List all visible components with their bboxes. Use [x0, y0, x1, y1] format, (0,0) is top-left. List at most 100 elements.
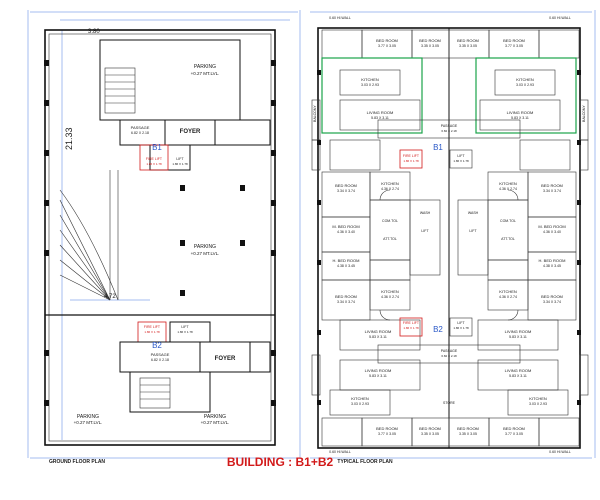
- passage-b-label: PASSAGE: [441, 349, 458, 353]
- fire-lift-2-size: 1.86 X 1.78: [144, 330, 160, 334]
- parking-mid-label: PARKING: [194, 244, 216, 250]
- kitchen-l-label: KITCHEN: [361, 77, 379, 82]
- hbed-l-size: 4.38 X 3.45: [337, 264, 355, 268]
- com-tol-l-label: COM.TOL: [382, 219, 398, 223]
- lift-1-size: 1.86 X 1.78: [172, 162, 188, 166]
- block-b2-typical: B2: [433, 325, 443, 334]
- block-b1-typical: B1: [433, 143, 443, 152]
- fire-lift-b-size: 1.86 X 1.78: [403, 326, 419, 330]
- bed-tl-size: 3.77 X 3.05: [378, 44, 396, 48]
- kitchen-mr-size: 4.36 X 2.74: [499, 187, 517, 191]
- wall-tag-tl: 0.60 HI.WALL: [329, 16, 351, 20]
- bed-bbr2-label: BED ROOM: [503, 426, 525, 431]
- foyer-2-label: FOYER: [215, 356, 236, 362]
- bed-bbl-size: 3.77 X 3.05: [378, 432, 396, 436]
- bed-tl-label: BED ROOM: [376, 38, 398, 43]
- bed-ml-size: 3.34 X 3.74: [337, 189, 355, 193]
- bed-bbr-size: 3.35 X 3.05: [459, 432, 477, 436]
- mbed-r-size: 4.36 X 3.40: [543, 230, 561, 234]
- lift-size: 1.86 X 1.78: [453, 159, 469, 163]
- living-bl-size: 5.83 X 3.11: [369, 335, 387, 339]
- bed-tr2-label: BED ROOM: [503, 38, 525, 43]
- passage-b-size: 6.82 X 2.18: [441, 354, 457, 358]
- parking-bl-level: +0.27 MT.LVL.: [74, 420, 103, 425]
- kitchen-mr-label: KITCHEN: [499, 181, 517, 186]
- fire-lift-1-label: FIRE LIFT: [146, 157, 163, 161]
- mbed-l-label: M. BED ROOM: [332, 224, 359, 229]
- lift-c1-label: LIFT: [421, 229, 429, 233]
- foyer-1-label: FOYER: [180, 129, 201, 135]
- living-br-size: 5.83 X 3.11: [509, 335, 527, 339]
- ground-floor-caption: GROUND FLOOR PLAN: [49, 459, 105, 465]
- dim-left: 21.33: [64, 127, 74, 150]
- lift-c2-label: LIFT: [469, 229, 477, 233]
- kitchen-br-label: KITCHEN: [499, 289, 517, 294]
- living-bl2-size: 5.83 X 3.11: [369, 374, 387, 378]
- dimension-lines: [27, 10, 596, 459]
- kitchen-r-label: KITCHEN: [516, 77, 534, 82]
- dim-top: 3.80: [88, 29, 100, 35]
- kitchen-bl2-size: 3.03 X 2.93: [351, 402, 369, 406]
- parking-top-level: +0.27 MT.LVL.: [191, 71, 220, 76]
- kitchen-r-size: 3.03 X 2.93: [516, 83, 534, 87]
- bed-mr-size: 3.34 X 3.74: [543, 189, 561, 193]
- bed-bbr2-size: 3.77 X 3.05: [505, 432, 523, 436]
- typical-floor-labels: 0.60 HI.WALL 0.60 HI.WALL BED ROOM 3.77 …: [313, 16, 586, 465]
- hbed-r-size: 4.38 X 3.45: [543, 264, 561, 268]
- parking-top-label: PARKING: [194, 64, 216, 70]
- parking-mid-level: +0.27 MT.LVL.: [191, 251, 220, 256]
- passage-1-size: 6.82 X 2.18: [131, 131, 149, 135]
- passage-2-size: 6.82 X 2.18: [151, 358, 169, 362]
- bed-mr-label: BED ROOM: [541, 183, 563, 188]
- lift-b-size: 1.86 X 1.78: [453, 326, 469, 330]
- living-br2-label: LIVING ROOM: [505, 368, 532, 373]
- kitchen-ml-size: 4.36 X 2.74: [381, 187, 399, 191]
- kitchen-br-size: 4.36 X 2.74: [499, 295, 517, 299]
- passage-1-label: PASSAGE: [131, 125, 150, 130]
- drawing-title: BUILDING : B1+B2: [227, 455, 334, 469]
- living-r-label: LIVING ROOM: [507, 110, 534, 115]
- block-b1-ground: B1: [152, 143, 162, 152]
- bed-tl2-label: BED ROOM: [419, 38, 441, 43]
- fire-lift-size: 1.86 X 1.78: [403, 159, 419, 163]
- kitchen-bl-size: 4.36 X 2.74: [381, 295, 399, 299]
- bed-tr-label: BED ROOM: [457, 38, 479, 43]
- kitchen-br2-size: 3.03 X 2.93: [529, 402, 547, 406]
- parking-br-level: +0.27 MT.LVL.: [201, 420, 230, 425]
- passage-2-label: PASSAGE: [151, 352, 170, 357]
- balcony-label-l: BALCONY: [313, 105, 317, 122]
- kitchen-ml-label: KITCHEN: [381, 181, 399, 186]
- balcony-label-r: BALCONY: [582, 105, 586, 122]
- wash-l-label: WASH: [420, 211, 431, 215]
- wash-r-label: WASH: [468, 211, 479, 215]
- bed-bbl2-label: BED ROOM: [419, 426, 441, 431]
- att-tol-r-label: ATT.TOL: [501, 237, 515, 241]
- store-label: STORE: [443, 401, 456, 405]
- parking-br-label: PARKING: [204, 414, 226, 420]
- block-b2-ground: B2: [152, 341, 162, 350]
- living-br-label: LIVING ROOM: [505, 329, 532, 334]
- mbed-l-size: 4.36 X 3.40: [337, 230, 355, 234]
- com-tol-r-label: COM.TOL: [500, 219, 516, 223]
- wall-tag-tr: 0.60 HI.WALL: [549, 16, 571, 20]
- mbed-r-label: M. BED ROOM: [538, 224, 565, 229]
- living-l-label: LIVING ROOM: [367, 110, 394, 115]
- kitchen-l-size: 3.03 X 2.93: [361, 83, 379, 87]
- bed-br-label: BED ROOM: [541, 294, 563, 299]
- ground-floor-plan: [44, 29, 276, 446]
- ground-floor-labels: 3.80 21.33 4.72 PARKING +0.27 MT.LVL. FO…: [49, 29, 236, 465]
- living-l-size: 5.83 X 3.11: [371, 116, 389, 120]
- wall-tag-br: 0.60 HI.WALL: [549, 450, 571, 454]
- wall-tag-bl: 0.60 HI.WALL: [329, 450, 351, 454]
- kitchen-bl-label: KITCHEN: [381, 289, 399, 294]
- passage-label: PASSAGE: [441, 124, 458, 128]
- att-tol-l-label: ATT.TOL: [383, 237, 397, 241]
- hbed-r-label: H. BED ROOM: [539, 258, 566, 263]
- bed-bbl-label: BED ROOM: [376, 426, 398, 431]
- passage-size: 6.82 X 2.18: [441, 129, 457, 133]
- kitchen-br2-label: KITCHEN: [529, 396, 547, 401]
- lift-2-label: LIFT: [181, 325, 189, 329]
- lift-label: LIFT: [457, 154, 465, 158]
- lift-b-label: LIFT: [457, 321, 465, 325]
